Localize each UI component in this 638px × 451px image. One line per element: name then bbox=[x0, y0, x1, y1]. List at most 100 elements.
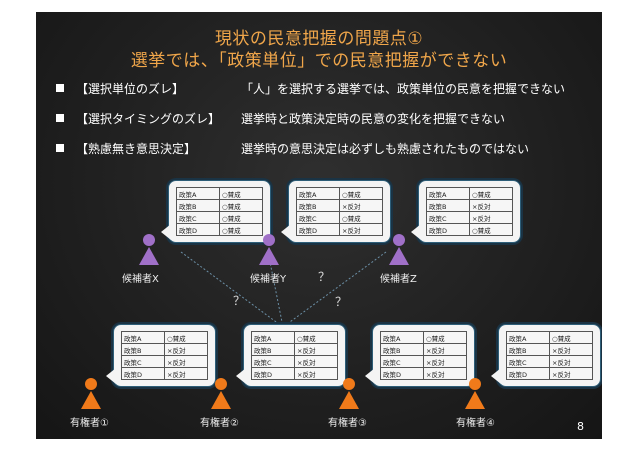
candidate-x-person-icon bbox=[138, 234, 160, 272]
stance-cell: ○賛成 bbox=[339, 187, 383, 200]
policy-table: 政策A○賛成 政策B×反対 政策C○賛成 政策D×反対 bbox=[296, 187, 383, 236]
stance-cell: ○賛成 bbox=[219, 187, 263, 200]
slide: 現状の民意把握の問題点① 選挙では、「政策単位」での民意把握ができない 【選択単… bbox=[36, 12, 602, 439]
policy-cell: 政策C bbox=[121, 355, 165, 368]
policy-cell: 政策A bbox=[121, 331, 165, 344]
policy-cell: 政策B bbox=[296, 199, 340, 212]
voter-2-person-icon bbox=[210, 378, 232, 416]
stance-cell: ○賛成 bbox=[294, 331, 338, 344]
stance-cell: ×反対 bbox=[549, 355, 593, 368]
voter-1-label: 有権者① bbox=[70, 418, 109, 429]
bubble-tail bbox=[106, 368, 116, 384]
stance-cell: ○賛成 bbox=[469, 187, 513, 200]
bubble-tail bbox=[161, 224, 171, 240]
stance-cell: ○賛成 bbox=[219, 223, 263, 236]
candidate-x-label: 候補者X bbox=[122, 274, 159, 285]
stance-cell: ×反対 bbox=[423, 367, 467, 380]
stance-cell: ×反対 bbox=[339, 223, 383, 236]
voter-3-bubble: 政策A○賛成 政策B×反対 政策C×反対 政策D×反対 bbox=[372, 324, 475, 387]
policy-table: 政策A○賛成 政策B×反対 政策C×反対 政策D×反対 bbox=[380, 331, 467, 380]
bullet-text: 選挙時の意思決定は必ずしも熟慮されたものではない bbox=[241, 142, 530, 156]
policy-cell: 政策A bbox=[251, 331, 295, 344]
stance-cell: ×反対 bbox=[294, 343, 338, 356]
stance-cell: ×反対 bbox=[469, 211, 513, 224]
stance-cell: ○賛成 bbox=[469, 223, 513, 236]
stance-cell: ○賛成 bbox=[423, 331, 467, 344]
connector-line bbox=[180, 251, 284, 328]
stance-cell: ×反対 bbox=[423, 343, 467, 356]
stance-cell: ×反対 bbox=[164, 367, 208, 380]
policy-table: 政策A○賛成 政策B×反対 政策C×反対 政策D×反対 bbox=[506, 331, 593, 380]
stance-cell: ×反対 bbox=[549, 367, 593, 380]
stance-cell: ×反対 bbox=[164, 343, 208, 356]
voter-1-bubble: 政策A○賛成 政策B×反対 政策C×反対 政策D×反対 bbox=[113, 324, 216, 387]
candidate-z-person-icon bbox=[388, 234, 410, 272]
bullet-1: 【選択単位のズレ】 「人」を選択する選挙では、政策単位の民意を把握できない bbox=[56, 80, 565, 97]
question-mark: ？ bbox=[318, 270, 331, 284]
policy-cell: 政策B bbox=[121, 343, 165, 356]
bullet-square-icon bbox=[56, 84, 64, 92]
bubble-tail bbox=[281, 224, 291, 240]
candidate-y-bubble: 政策A○賛成 政策B×反対 政策C○賛成 政策D×反対 bbox=[288, 180, 391, 243]
bullet-square-icon bbox=[56, 144, 64, 152]
voter-4-bubble: 政策A○賛成 政策B×反対 政策C×反対 政策D×反対 bbox=[498, 324, 601, 387]
page-number: 8 bbox=[577, 420, 584, 433]
stance-cell: ○賛成 bbox=[219, 211, 263, 224]
stance-cell: ○賛成 bbox=[549, 331, 593, 344]
stance-cell: ×反対 bbox=[294, 355, 338, 368]
policy-cell: 政策C bbox=[380, 355, 424, 368]
policy-cell: 政策A bbox=[296, 187, 340, 200]
policy-cell: 政策D bbox=[176, 223, 220, 236]
stance-cell: ○賛成 bbox=[339, 211, 383, 224]
stance-cell: ×反対 bbox=[339, 199, 383, 212]
candidate-z-bubble: 政策A○賛成 政策B×反対 政策C×反対 政策D○賛成 bbox=[418, 180, 521, 243]
voter-2-bubble: 政策A○賛成 政策B×反対 政策C×反対 政策D×反対 bbox=[243, 324, 346, 387]
candidate-y-person-icon bbox=[258, 234, 280, 272]
question-mark: ？ bbox=[233, 294, 246, 308]
voter-3-label: 有権者③ bbox=[328, 418, 367, 429]
policy-table: 政策A○賛成 政策B×反対 政策C×反対 政策D○賛成 bbox=[426, 187, 513, 236]
policy-cell: 政策C bbox=[176, 211, 220, 224]
policy-cell: 政策B bbox=[380, 343, 424, 356]
policy-cell: 政策D bbox=[426, 223, 470, 236]
bullet-text: 選挙時と政策決定時の民意の変化を把握できない bbox=[241, 112, 506, 126]
bubble-tail bbox=[365, 368, 375, 384]
voter-4-person-icon bbox=[464, 378, 486, 416]
policy-cell: 政策A bbox=[506, 331, 550, 344]
voter-4-label: 有権者④ bbox=[456, 418, 495, 429]
stance-cell: ×反対 bbox=[549, 343, 593, 356]
bullet-2: 【選択タイミングのズレ】選挙時と政策決定時の民意の変化を把握できない bbox=[56, 110, 505, 127]
candidate-y-label: 候補者Y bbox=[250, 274, 287, 285]
bullet-3: 【熟慮無き意思決定】 選挙時の意思決定は必ずしも熟慮されたものではない bbox=[56, 140, 529, 157]
bubble-tail bbox=[236, 368, 246, 384]
policy-cell: 政策D bbox=[296, 223, 340, 236]
title-line-1: 現状の民意把握の問題点① bbox=[214, 29, 424, 49]
policy-cell: 政策C bbox=[296, 211, 340, 224]
question-mark: ？ bbox=[335, 295, 348, 309]
policy-cell: 政策A bbox=[176, 187, 220, 200]
policy-cell: 政策B bbox=[251, 343, 295, 356]
policy-table: 政策A○賛成 政策B○賛成 政策C○賛成 政策D○賛成 bbox=[176, 187, 263, 236]
stance-cell: ○賛成 bbox=[164, 331, 208, 344]
title-line-2: 選挙では、「政策単位」での民意把握ができない bbox=[130, 51, 508, 71]
voter-3-person-icon bbox=[338, 378, 360, 416]
policy-cell: 政策D bbox=[380, 367, 424, 380]
candidate-z-label: 候補者Z bbox=[380, 274, 417, 285]
policy-cell: 政策B bbox=[506, 343, 550, 356]
stance-cell: ×反対 bbox=[164, 355, 208, 368]
connector-line bbox=[282, 251, 387, 328]
stance-cell: ○賛成 bbox=[219, 199, 263, 212]
bullet-label: 【熟慮無き意思決定】 bbox=[76, 142, 197, 156]
policy-cell: 政策B bbox=[426, 199, 470, 212]
policy-cell: 政策D bbox=[251, 367, 295, 380]
policy-cell: 政策C bbox=[506, 355, 550, 368]
bubble-tail bbox=[491, 368, 501, 384]
policy-cell: 政策C bbox=[251, 355, 295, 368]
voter-1-person-icon bbox=[80, 378, 102, 416]
bullet-text: 「人」を選択する選挙では、政策単位の民意を把握できない bbox=[241, 82, 566, 96]
policy-cell: 政策D bbox=[506, 367, 550, 380]
policy-cell: 政策B bbox=[176, 199, 220, 212]
policy-cell: 政策D bbox=[121, 367, 165, 380]
candidate-x-bubble: 政策A○賛成 政策B○賛成 政策C○賛成 政策D○賛成 bbox=[168, 180, 271, 243]
bullet-label: 【選択単位のズレ】 bbox=[76, 82, 185, 96]
